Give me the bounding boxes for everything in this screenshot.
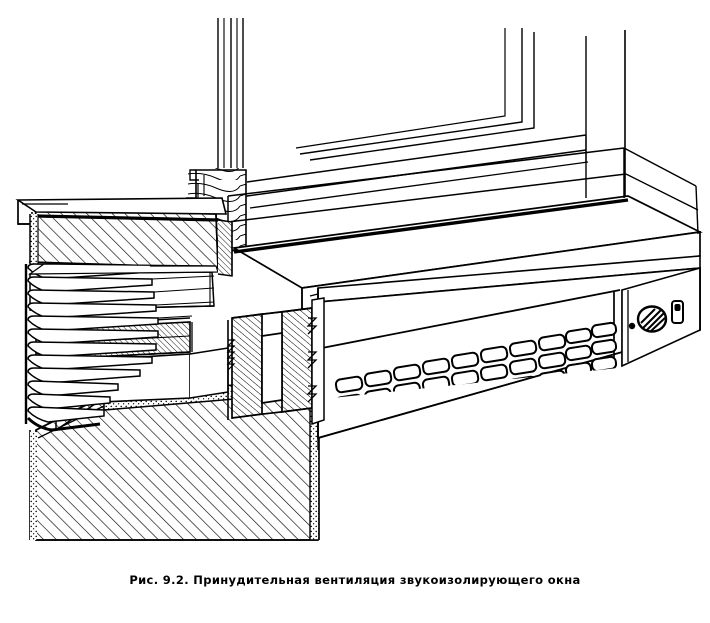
panel-stud <box>628 322 636 330</box>
masonry-wall-section <box>15 197 320 541</box>
figure-caption: Рис. 9.2. Принудительная вентиляция звук… <box>129 573 581 587</box>
detail-lines <box>36 272 319 541</box>
exterior-louver-stack <box>24 263 159 432</box>
rotary-speed-knob <box>636 305 668 333</box>
air-duct-channel <box>226 307 313 420</box>
ventilation-unit-body <box>306 255 701 440</box>
control-panel <box>621 266 701 368</box>
switch-indicator-slot <box>671 300 684 324</box>
ventilation-grille-panel <box>334 321 618 398</box>
slab-right-edge <box>215 213 233 277</box>
